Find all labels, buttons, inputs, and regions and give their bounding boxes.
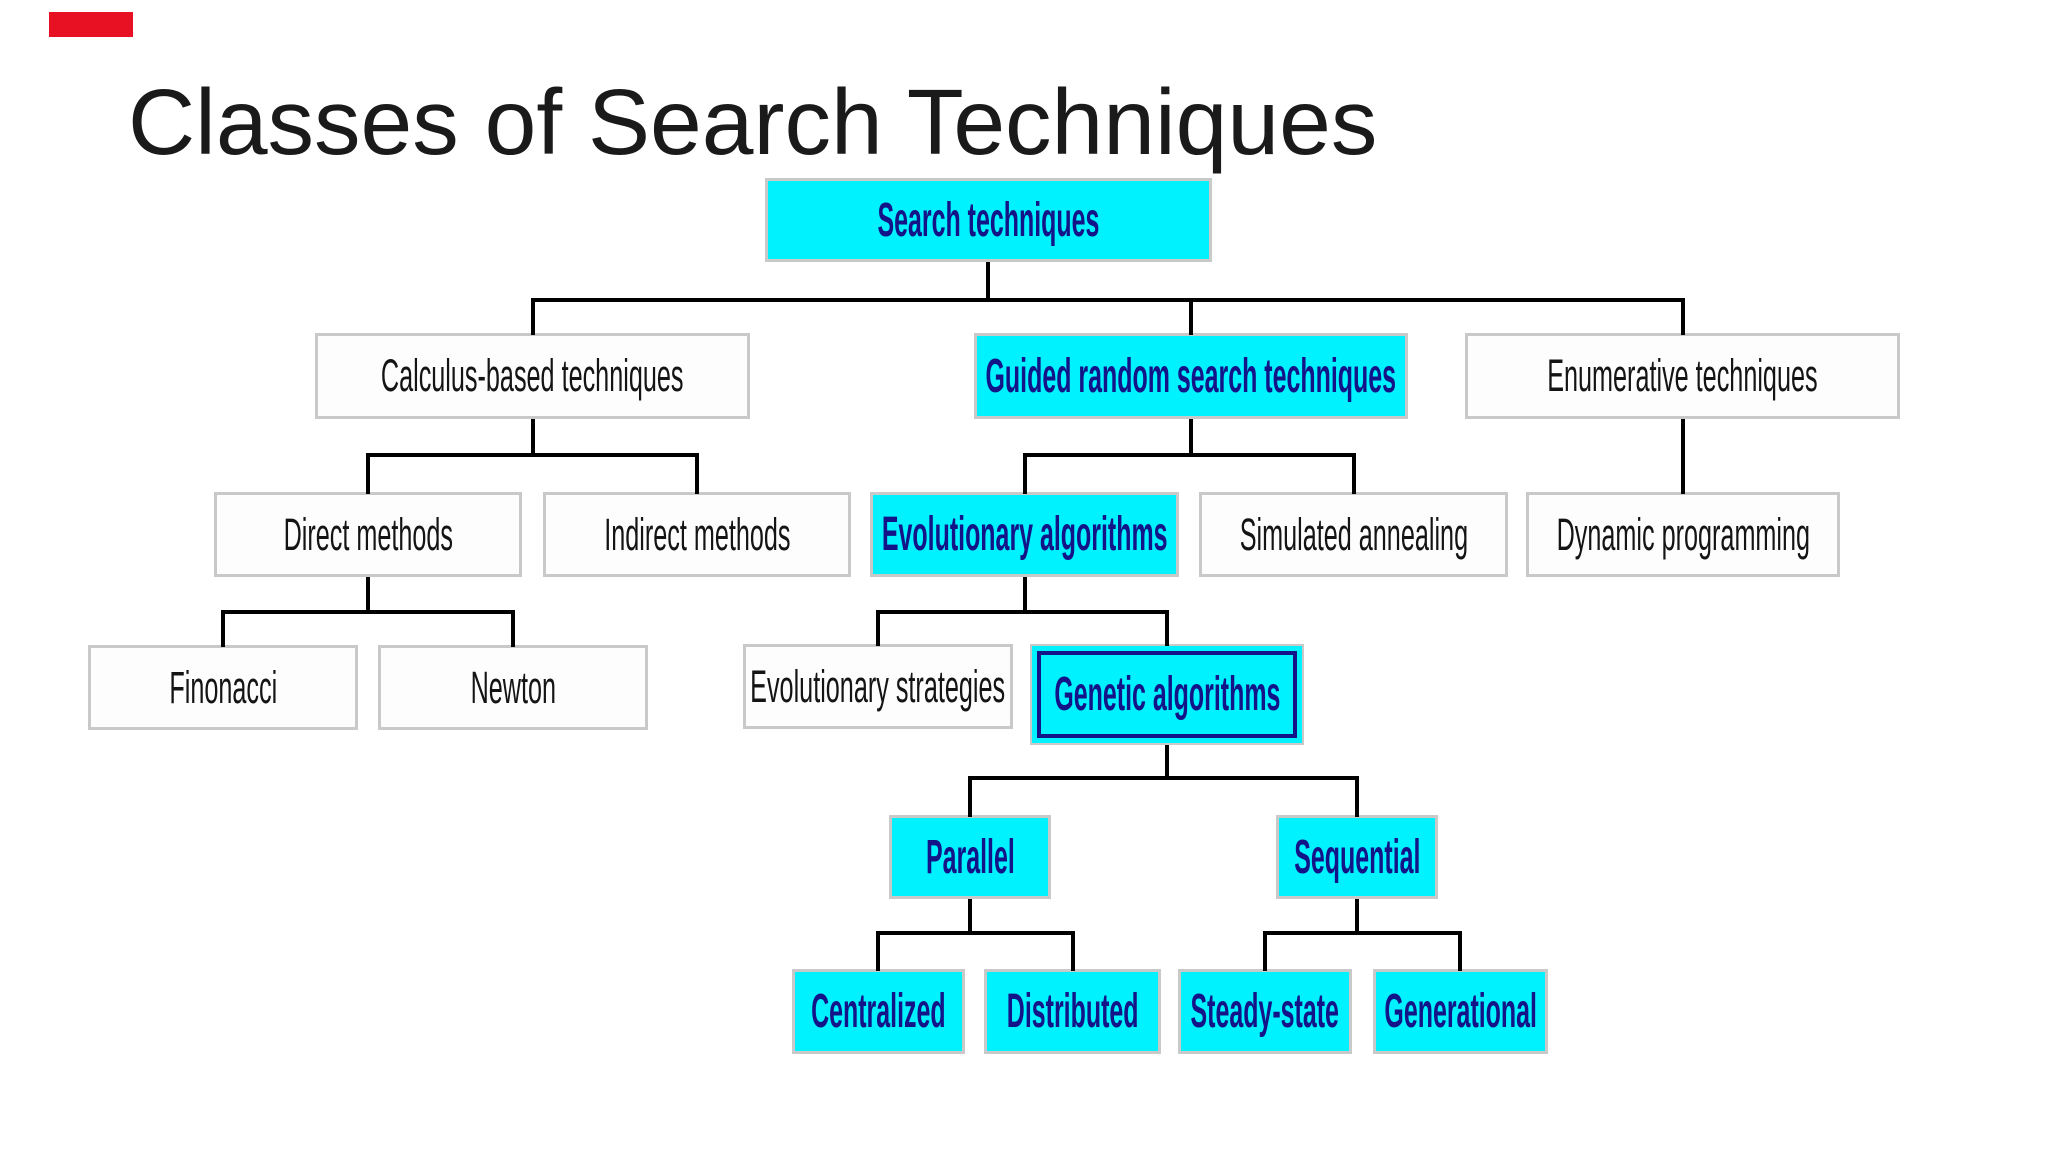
node-label: Generational: [1384, 985, 1537, 1038]
node-finonacci: Finonacci: [88, 645, 358, 730]
connector-line: [1263, 931, 1462, 935]
node-evolutionary-algorithms: Evolutionary algorithms: [870, 492, 1179, 577]
connector-line: [986, 262, 990, 302]
connector-line: [968, 776, 1359, 780]
connector-line: [1263, 933, 1267, 971]
node-generational: Generational: [1373, 969, 1548, 1054]
connector-line: [1189, 300, 1193, 335]
connector-line: [876, 931, 1075, 935]
node-guided-random-search-techniques: Guided random search techniques: [974, 333, 1408, 419]
node-label: Steady-state: [1190, 985, 1340, 1038]
node-label: Sequential: [1293, 830, 1421, 884]
node-label: Simulated annealing: [1239, 508, 1468, 560]
node-dynamic-programming: Dynamic programming: [1526, 492, 1840, 577]
node-label: Direct methods: [283, 508, 453, 560]
connector-line: [1023, 455, 1027, 494]
connector-line: [366, 453, 699, 457]
node-calculus-based-techniques: Calculus-based techniques: [315, 333, 750, 419]
connector-line: [531, 298, 1685, 302]
connector-line: [968, 778, 972, 817]
red-marker: [49, 12, 133, 37]
connector-line: [1352, 455, 1356, 494]
node-simulated-annealing: Simulated annealing: [1199, 492, 1508, 577]
node-newton: Newton: [378, 645, 648, 730]
node-label: Finonacci: [169, 661, 277, 713]
connector-line: [511, 612, 515, 647]
page-title: Classes of Search Techniques: [128, 70, 1378, 174]
connector-line: [968, 899, 972, 933]
connector-line: [1681, 419, 1685, 494]
node-label: Search techniques: [877, 193, 1100, 247]
node-direct-methods: Direct methods: [214, 492, 522, 577]
node-label: Distributed: [1006, 985, 1139, 1038]
connector-line: [221, 612, 225, 647]
connector-line: [1189, 419, 1193, 455]
connector-line: [531, 300, 535, 335]
connector-line: [1165, 612, 1169, 646]
node-label: Newton: [470, 661, 556, 713]
node-label: Parallel: [925, 830, 1015, 884]
node-label: Evolutionary strategies: [750, 660, 1006, 712]
connector-line: [366, 455, 370, 494]
node-enumerative-techniques: Enumerative techniques: [1465, 333, 1900, 419]
connector-line: [876, 612, 880, 646]
node-label: Centralized: [811, 985, 946, 1038]
node-label: Indirect methods: [603, 508, 791, 560]
connector-line: [1023, 577, 1027, 612]
connector-line: [876, 933, 880, 971]
node-label: Guided random search techniques: [985, 349, 1397, 403]
node-centralized: Centralized: [792, 969, 965, 1054]
connector-line: [1165, 745, 1169, 778]
node-label: Genetic algorithms: [1053, 668, 1281, 721]
connector-line: [1355, 778, 1359, 817]
node-evolutionary-strategies: Evolutionary strategies: [743, 644, 1013, 729]
node-label: Evolutionary algorithms: [881, 508, 1168, 561]
node-label: Enumerative techniques: [1547, 350, 1818, 401]
node-sequential: Sequential: [1276, 815, 1438, 899]
node-indirect-methods: Indirect methods: [543, 492, 851, 577]
genetic-inner-frame: Genetic algorithms: [1037, 651, 1297, 738]
connector-line: [366, 577, 370, 612]
node-label: Dynamic programming: [1556, 508, 1810, 560]
connector-line: [531, 419, 535, 455]
node-genetic-algorithms: Genetic algorithms: [1030, 644, 1304, 745]
connector-line: [695, 455, 699, 494]
node-steady-state: Steady-state: [1178, 969, 1352, 1054]
connector-line: [1071, 933, 1075, 971]
connector-line: [876, 610, 1169, 614]
node-search-techniques: Search techniques: [765, 178, 1212, 262]
node-parallel: Parallel: [889, 815, 1051, 899]
connector-line: [1023, 453, 1356, 457]
node-label: Calculus-based techniques: [381, 350, 684, 401]
node-distributed: Distributed: [984, 969, 1161, 1054]
connector-line: [1458, 933, 1462, 971]
connector-line: [221, 610, 515, 614]
connector-line: [1681, 300, 1685, 335]
connector-line: [1355, 899, 1359, 933]
